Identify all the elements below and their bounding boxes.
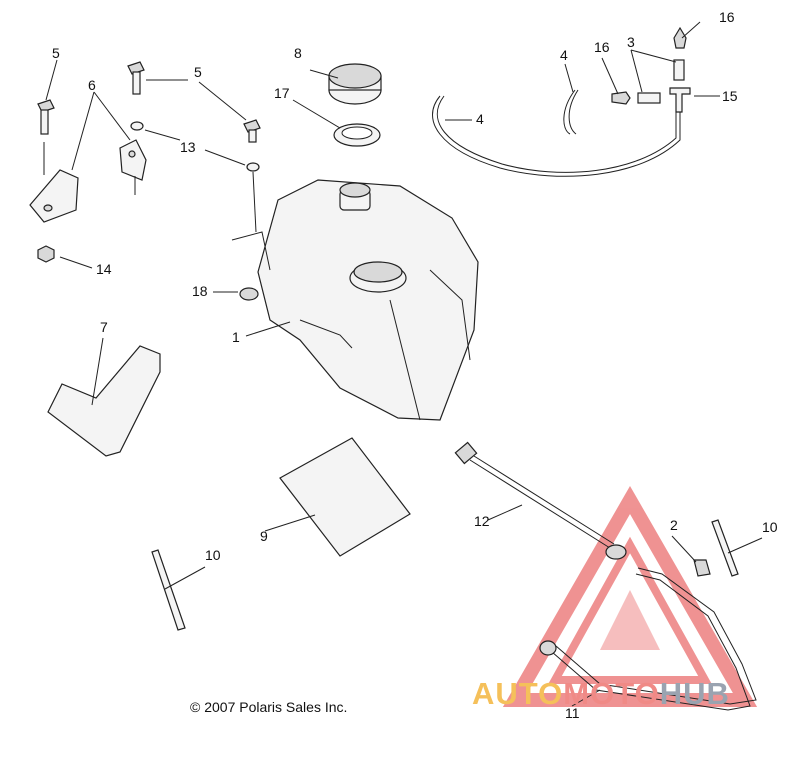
- vent-line-4-lower: [432, 95, 681, 177]
- copyright-notice: © 2007 Polaris Sales Inc.: [190, 699, 348, 715]
- hose-clamp: [693, 559, 711, 577]
- callout-6: 6: [88, 77, 96, 93]
- hose-connector-3a: [637, 92, 661, 104]
- callout-12: 12: [474, 513, 490, 529]
- callout-5-left: 5: [52, 45, 60, 61]
- leader-lines: [43, 21, 763, 707]
- vent-line-4-upper: [563, 89, 576, 135]
- callout-9: 9: [260, 528, 268, 544]
- fuel-tank: [231, 179, 479, 421]
- cable-tie-right: [711, 519, 739, 577]
- callout-8: 8: [294, 45, 302, 61]
- pad-sheet: [279, 437, 411, 557]
- callout-16-right: 16: [719, 9, 735, 25]
- tee-fitting: [669, 87, 691, 113]
- bolt-left: [37, 99, 55, 135]
- automotohub-watermark: AUTOMOTOHUB: [472, 676, 792, 712]
- callout-4-lower: 4: [476, 111, 484, 127]
- nut: [37, 245, 55, 263]
- fuel-cap: [328, 63, 382, 105]
- callout-14: 14: [96, 261, 112, 277]
- hose-connector-3b: [673, 59, 685, 81]
- callout-4-upper: 4: [560, 47, 568, 63]
- check-valve-16a: [611, 91, 631, 105]
- vent-line-4-lower-edge: [436, 95, 677, 173]
- bolt-right: [243, 119, 261, 143]
- mounting-bracket-right: [119, 139, 147, 181]
- tank-pad: [47, 345, 161, 457]
- cap-gasket: [333, 123, 381, 147]
- bolt-center: [127, 61, 145, 95]
- washer-left: [130, 121, 144, 131]
- vent-line-4-upper-edge: [568, 89, 579, 135]
- callout-13: 13: [180, 139, 196, 155]
- mounting-bracket-left: [29, 169, 79, 223]
- callout-15: 15: [722, 88, 738, 104]
- grommet: [239, 287, 259, 301]
- washer-right: [246, 162, 260, 172]
- cable-tie-left: [151, 549, 186, 631]
- vent-hose-12: [454, 441, 627, 560]
- callout-3: 3: [627, 34, 635, 50]
- callout-7: 7: [100, 319, 108, 335]
- callout-1: 1: [232, 329, 240, 345]
- callout-10-right: 10: [762, 519, 778, 535]
- watermark-moto: MOTO: [563, 676, 660, 711]
- fuel-line-11: [539, 567, 757, 711]
- callout-11: 11: [565, 705, 580, 721]
- callout-5-right: 5: [194, 64, 202, 80]
- callout-17: 17: [274, 85, 290, 101]
- callout-10-left: 10: [205, 547, 221, 563]
- callout-labels: 5 5 6 13 14 18 1 7 8 17 9 10 10 2 12 11 …: [52, 9, 778, 721]
- callout-2: 2: [670, 517, 678, 533]
- watermark-auto: AUTO: [472, 676, 564, 711]
- watermark-triangle-logo: [502, 485, 758, 707]
- watermark-hub: HUB: [659, 676, 730, 711]
- callout-16-left: 16: [594, 39, 610, 55]
- callout-18: 18: [192, 283, 208, 299]
- check-valve-16b: [673, 26, 687, 49]
